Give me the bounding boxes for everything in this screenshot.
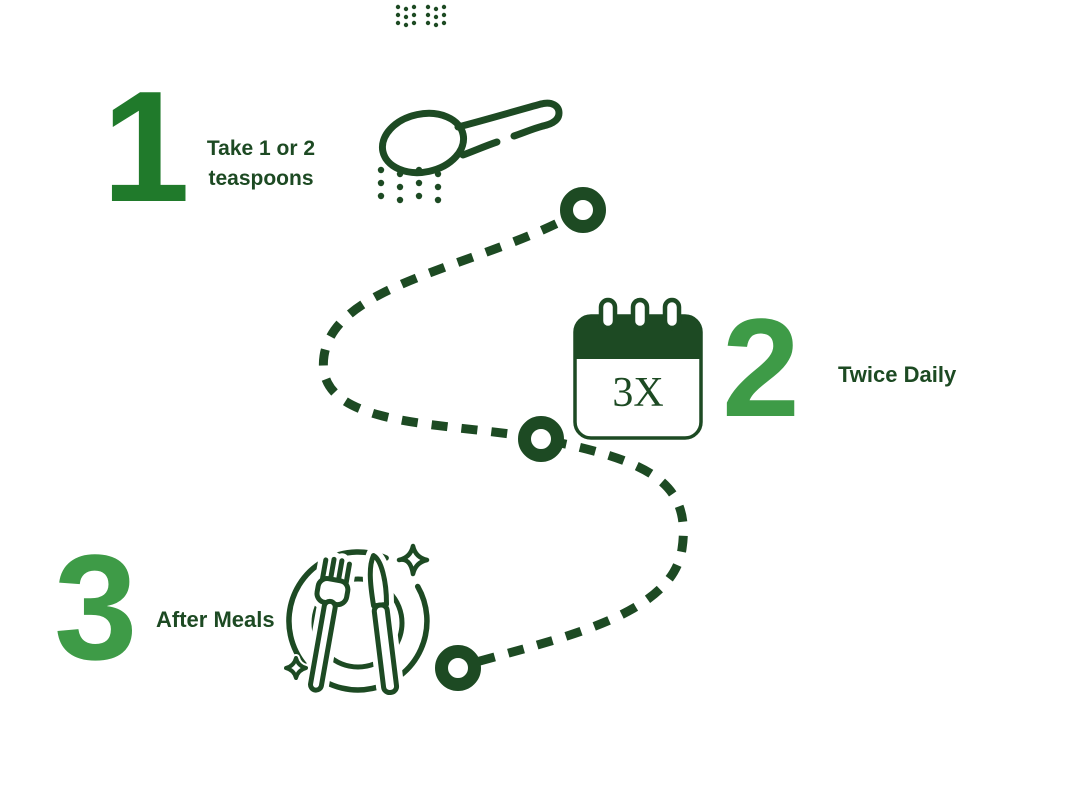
sparkle-top-right-icon: [394, 541, 432, 579]
spoon-handle-top: [454, 100, 545, 131]
calendar-icon: 3X: [573, 297, 703, 440]
step-1-label: Take 1 or 2 teaspoons: [182, 134, 340, 194]
spoon-handle-tip: [537, 99, 563, 130]
calendar-badge-text: 3X: [612, 370, 663, 416]
sparkle-bottom-left-icon: [282, 654, 310, 682]
step-2-number: 2: [722, 289, 800, 446]
spoon-handle-bottom-b: [459, 138, 501, 159]
spoon-sprinkle-dots: [377, 166, 442, 204]
route-node-2: [518, 416, 564, 462]
spoon-bowl: [378, 109, 468, 177]
fork-icon: [308, 556, 352, 693]
step-3-number: 3: [54, 523, 137, 691]
route-node-3: [435, 645, 481, 691]
route-node-1: [560, 187, 606, 233]
step-2-label: Twice Daily: [838, 362, 957, 387]
sprinkle-dots-top-icon: [395, 4, 447, 28]
spoon-icon: [377, 99, 563, 204]
step-1-number: 1: [102, 59, 190, 235]
spoon-handle-bottom-a: [510, 122, 547, 140]
step-3-label: After Meals: [156, 607, 275, 632]
knife-icon: [367, 553, 400, 696]
calendar-binding-rings: [598, 297, 682, 331]
step-1-label-line1: Take 1 or 2: [206, 137, 316, 160]
step-1-label-line2: teaspoons: [208, 167, 314, 190]
plate-icon: [282, 541, 432, 701]
